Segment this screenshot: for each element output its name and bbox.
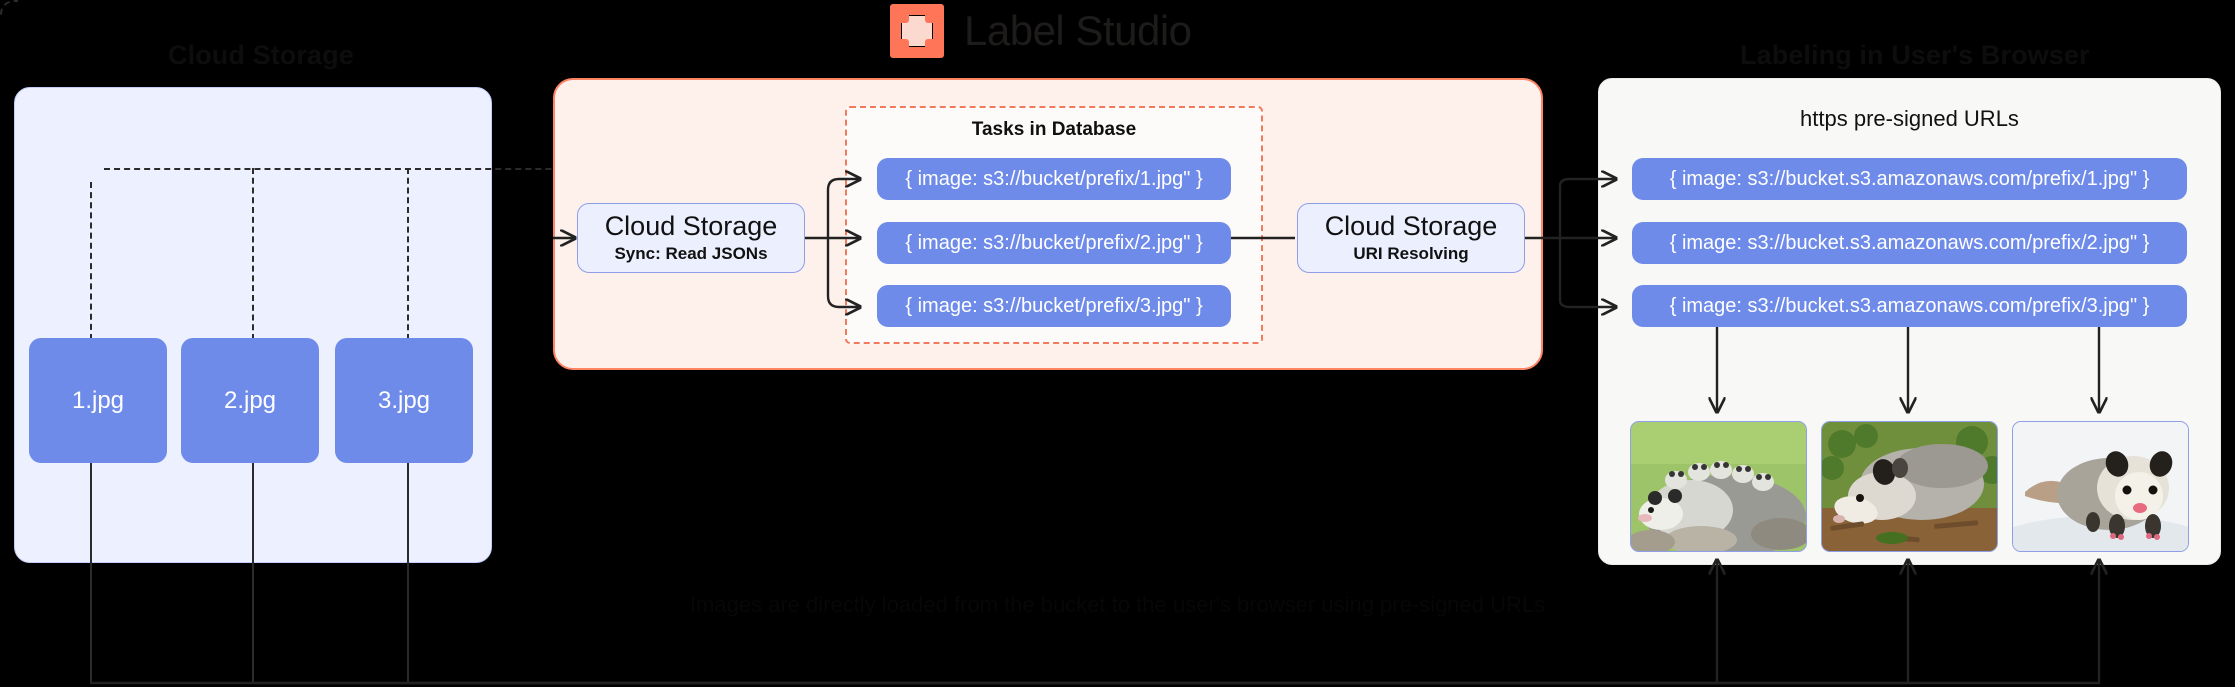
task-pill[interactable]: { image: s3://bucket/prefix/1.jpg" } (877, 158, 1231, 200)
cloud-storage-sync-title: Cloud Storage (604, 210, 778, 241)
cloud-storage-uri-title: Cloud Storage (1324, 210, 1498, 241)
bucket-dashed-drop-3 (407, 168, 409, 340)
label-studio-brand: Label Studio (890, 4, 1192, 58)
file-to-browser-line-3 (407, 463, 409, 683)
cloud-storage-sync-subtitle: Sync: Read JSONs (614, 244, 768, 264)
file-tile[interactable]: 3.jpg (335, 338, 473, 463)
bucket-dashed-drop-2 (252, 168, 254, 340)
cloud-storage-sync-box[interactable]: Cloud Storage Sync: Read JSONs (577, 203, 805, 273)
opossum-photo[interactable] (1630, 421, 1807, 552)
tasks-in-database-title: Tasks in Database (971, 119, 1137, 140)
file-to-browser-line-2 (252, 463, 254, 683)
file-tile[interactable]: 1.jpg (29, 338, 167, 463)
opossum-photo[interactable] (1821, 421, 1998, 552)
label-studio-logo-icon (890, 4, 944, 58)
presigned-url-pill[interactable]: { image: s3://bucket.s3.amazonaws.com/pr… (1632, 222, 2187, 264)
presigned-urls-title: https pre-signed URLs (1800, 106, 2019, 131)
bucket-dashed-drop-1 (90, 182, 92, 340)
file-tile[interactable]: 2.jpg (181, 338, 319, 463)
task-pill[interactable]: { image: s3://bucket/prefix/2.jpg" } (877, 222, 1231, 264)
presigned-url-pill[interactable]: { image: s3://bucket.s3.amazonaws.com/pr… (1632, 285, 2187, 327)
cloud-storage-uri-subtitle: URI Resolving (1353, 244, 1469, 264)
bucket-dashed-corner (0, 0, 18, 18)
left-column-heading: Cloud Storage (168, 40, 354, 70)
task-pill[interactable]: { image: s3://bucket/prefix/3.jpg" } (877, 285, 1231, 327)
file-to-browser-line-1 (90, 463, 92, 683)
brand-name: Label Studio (964, 7, 1192, 54)
cloud-storage-uri-resolving-box[interactable]: Cloud Storage URI Resolving (1297, 203, 1525, 273)
presigned-url-pill[interactable]: { image: s3://bucket.s3.amazonaws.com/pr… (1632, 158, 2187, 200)
diagram-caption: Images are directly loaded from the buck… (689, 592, 1546, 617)
opossum-photo[interactable] (2012, 421, 2189, 552)
right-column-heading: Labeling in User's Browser (1740, 40, 2090, 70)
